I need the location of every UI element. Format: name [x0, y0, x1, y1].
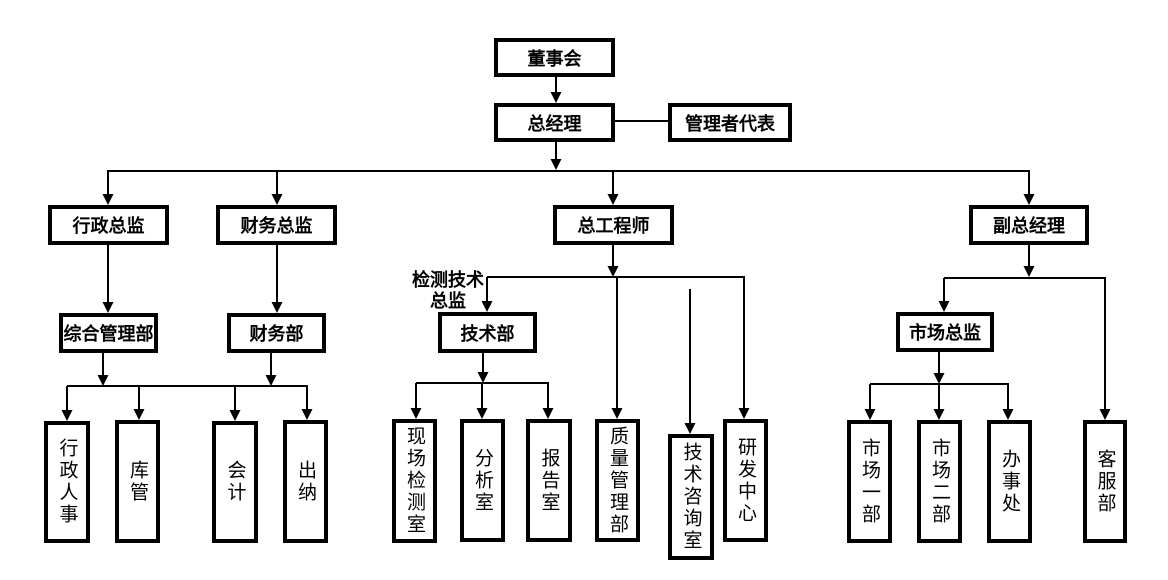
node-label: 会计 — [224, 460, 247, 504]
arrowhead-to-market-dept-1 — [864, 409, 876, 420]
node-marketing-director: 市场总监 — [896, 312, 994, 352]
arrowhead-deputy-gm-down — [1023, 266, 1035, 277]
node-market-dept-1: 市场一部 — [847, 420, 892, 543]
node-finance-director: 财务总监 — [216, 205, 337, 245]
node-finance-dept: 财务部 — [227, 313, 326, 353]
arrowhead-to-consulting-room — [684, 423, 696, 434]
node-quality-management-dept: 质量管理部 — [595, 419, 640, 542]
arrowhead-board-to-gm — [550, 92, 562, 103]
node-accounting: 会计 — [212, 421, 258, 543]
node-report-room: 报告室 — [526, 419, 572, 542]
node-label: 库管 — [127, 459, 149, 504]
node-rnd-center: 研发中心 — [723, 419, 768, 542]
arrowhead-to-technical-dept — [481, 301, 493, 312]
node-label: 客服部 — [1094, 448, 1117, 515]
node-label: 市场总监 — [909, 323, 981, 344]
node-technical-consulting-room: 技术咨询室 — [668, 434, 714, 560]
node-board: 董事会 — [494, 38, 615, 77]
node-general-management-dept: 综合管理部 — [59, 313, 158, 353]
node-label: 总工程师 — [577, 216, 650, 237]
node-management-representative: 管理者代表 — [668, 103, 792, 142]
node-branch-office: 办事处 — [987, 420, 1032, 543]
node-label: 分析室 — [472, 447, 494, 514]
node-field-testing-room: 现场检测室 — [392, 419, 437, 543]
arrowhead-bus-to-chief-engineer — [607, 194, 619, 205]
node-label: 现场检测室 — [404, 426, 426, 536]
arrowhead-general-mgmt-down — [97, 375, 109, 386]
arrowhead-to-analysis-room — [476, 408, 488, 419]
node-label: 质量管理部 — [607, 425, 629, 536]
node-label: 副总经理 — [993, 216, 1065, 237]
arrowhead-bus-to-admin-director — [102, 194, 114, 205]
node-cashier: 出纳 — [283, 420, 328, 543]
arrowhead-bus-to-finance-director — [271, 194, 283, 205]
node-label: 市场二部 — [929, 437, 951, 526]
node-warehouse: 库管 — [115, 420, 160, 543]
node-label: 董事会 — [527, 48, 582, 70]
node-label: 出纳 — [295, 459, 317, 504]
node-label: 总经理 — [527, 113, 582, 135]
arrowhead-bus-to-deputy-gm — [1023, 194, 1035, 205]
node-technical-dept: 技术部 — [438, 312, 537, 353]
arrowhead-to-market-dept-2 — [933, 409, 945, 420]
arrowhead-to-branch-office — [1002, 409, 1014, 420]
node-label: 财务总监 — [240, 216, 313, 237]
arrowhead-gm-down — [550, 159, 562, 170]
node-general-manager: 总经理 — [494, 103, 615, 142]
node-label: 技术部 — [460, 323, 515, 345]
arrowhead-finance-dept-down — [265, 375, 277, 386]
arrowhead-to-rnd-center — [738, 408, 750, 419]
node-admin-hr: 行政人事 — [44, 421, 90, 543]
arrowhead-admin-director-to-general-mgmt — [102, 302, 114, 313]
node-admin-director: 行政总监 — [48, 205, 169, 245]
node-label: 行政总监 — [72, 216, 145, 237]
arrowhead-to-warehouse — [133, 409, 145, 420]
node-label: 办事处 — [999, 448, 1021, 515]
arrowhead-technical-dept-down — [477, 372, 489, 383]
arrowhead-finance-director-to-finance-dept — [271, 302, 283, 313]
note-line: 检测技术 — [412, 270, 484, 291]
node-deputy-general-manager: 副总经理 — [969, 205, 1089, 245]
node-label: 报告室 — [538, 447, 561, 514]
node-label: 技术咨询室 — [680, 442, 703, 552]
arrowhead-to-accounting — [229, 410, 241, 421]
node-label: 研发中心 — [735, 436, 757, 525]
node-label: 综合管理部 — [63, 324, 154, 345]
note-line: 总监 — [430, 291, 466, 312]
arrowhead-to-marketing-director — [938, 301, 950, 312]
node-chief-engineer: 总工程师 — [553, 205, 674, 245]
arrowhead-to-report-room — [542, 408, 554, 419]
arrowhead-to-quality-dept — [611, 408, 623, 419]
technical-dept-head-note: 检测技术 总监 — [406, 270, 490, 312]
node-customer-service-dept: 客服部 — [1083, 420, 1127, 543]
node-market-dept-2: 市场二部 — [917, 420, 962, 543]
arrowhead-to-customer-service — [1099, 409, 1111, 420]
node-label: 财务部 — [249, 324, 304, 345]
arrowhead-to-field-testing — [410, 408, 422, 419]
node-label: 管理者代表 — [685, 113, 775, 135]
arrowhead-to-cashier — [301, 409, 313, 420]
arrowhead-to-admin-hr — [61, 410, 73, 421]
node-label: 行政人事 — [56, 438, 79, 526]
node-label: 市场一部 — [859, 437, 881, 526]
arrowhead-chief-engineer-down — [607, 266, 619, 277]
arrowhead-marketing-director-down — [933, 373, 945, 384]
node-analysis-room: 分析室 — [460, 419, 505, 542]
